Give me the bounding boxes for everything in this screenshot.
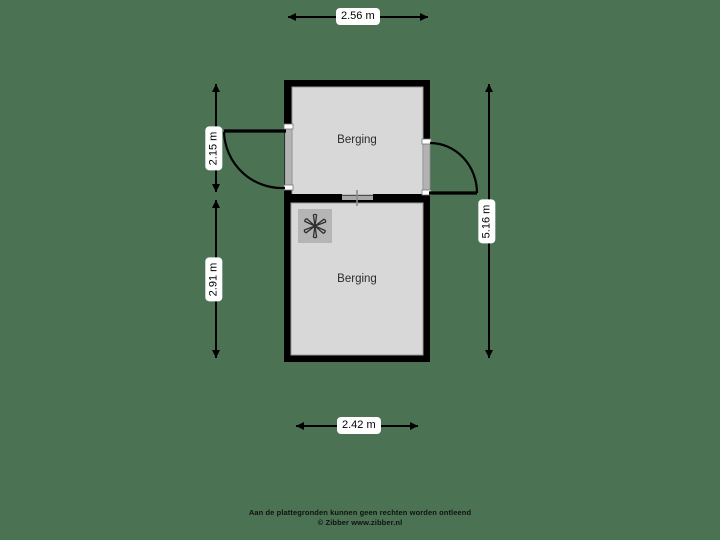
vent-fan-icon bbox=[298, 209, 332, 243]
door-left bbox=[222, 123, 294, 191]
footer-disclaimer: Aan de plattegronden kunnen geen rechten… bbox=[248, 508, 472, 517]
dimension-label-bottom: 2.42 m bbox=[337, 417, 381, 434]
footer-copyright: © Zibber www.zibber.nl bbox=[317, 518, 403, 527]
room-label-berging-upper: Berging bbox=[337, 134, 377, 146]
room-berging-upper bbox=[284, 80, 430, 202]
door-right bbox=[421, 138, 479, 196]
interior-wall-divider bbox=[284, 190, 430, 206]
room-berging-lower bbox=[284, 196, 430, 362]
room-label-berging-lower: Berging bbox=[337, 273, 377, 285]
dimension-label-left-lower: 2.91 m bbox=[205, 257, 223, 302]
dimension-label-right-total: 5.16 m bbox=[478, 199, 496, 244]
dimension-label-top: 2.56 m bbox=[336, 8, 380, 25]
dimension-label-left-upper: 2.15 m bbox=[205, 126, 223, 171]
